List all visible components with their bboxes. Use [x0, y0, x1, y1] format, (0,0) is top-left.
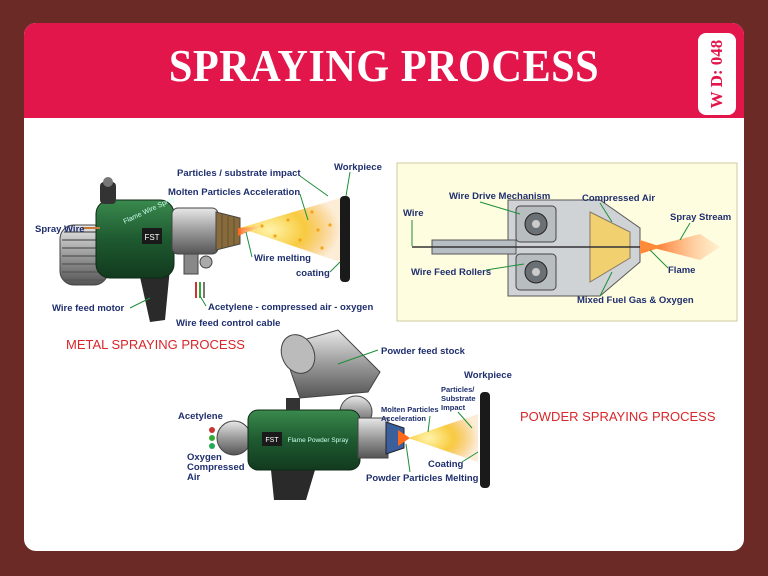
powder-gun-logo: FST	[265, 437, 279, 444]
metal-spray-gun: FST Flame Wire Spray	[59, 177, 241, 322]
metal-gun-logo: FST	[144, 233, 159, 242]
label-wire-drive: Wire Drive Mechanism	[449, 191, 550, 202]
label-mixed-gas: Mixed Fuel Gas & Oxygen	[577, 295, 694, 306]
powder-workpiece	[480, 392, 490, 488]
label-molten-2: Acceleration	[381, 414, 426, 423]
powder-spray-plume	[408, 414, 478, 462]
label-spray-wire: Spray Wire	[35, 224, 85, 235]
label-molten-acceleration: Molten Particles Acceleration	[168, 187, 300, 198]
nozzle-labels: Wire Drive Mechanism Compressed Air Wire…	[403, 191, 731, 306]
metal-flame	[238, 226, 262, 236]
wire-nozzle-diagram	[396, 162, 738, 322]
label-powder-melting: Powder Particles Melting	[366, 473, 479, 484]
label-spray-stream: Spray Stream	[670, 212, 731, 223]
label-impact-2: Substrate	[441, 394, 476, 403]
label-impact-1: Particles/	[441, 385, 475, 394]
metal-workpiece	[340, 196, 350, 282]
label-powder-coating: Coating	[428, 459, 464, 470]
metal-spray-plume	[240, 198, 340, 262]
label-oxygen-2: Compressed	[187, 462, 245, 473]
powder-spray-gun: FST Flame Powder Spray	[209, 329, 410, 500]
label-acetylene: Acetylene	[178, 411, 223, 422]
label-impact-3: Impact	[441, 403, 466, 412]
powder-spray-labels: Powder feed stock Workpiece Particles/ S…	[178, 346, 512, 484]
label-wire-feed-motor: Wire feed motor	[52, 303, 125, 314]
label-wire-feed-rollers: Wire Feed Rollers	[411, 267, 491, 278]
label-workpiece: Workpiece	[334, 162, 382, 173]
document-code-tab: W D: 048	[696, 31, 738, 117]
metal-spraying-caption: METAL SPRAYING PROCESS	[66, 337, 245, 352]
title-banner: SPRAYING PROCESS W D: 048	[24, 23, 744, 118]
label-wire: Wire	[403, 208, 424, 219]
label-flame: Flame	[668, 265, 695, 276]
label-coating: coating	[296, 268, 330, 279]
metal-spray-labels: Particles / substrate impact Workpiece M…	[35, 162, 382, 329]
label-powder-workpiece: Workpiece	[464, 370, 512, 381]
label-gases: Acetylene - compressed air - oxygen	[208, 302, 373, 313]
label-powder-feed: Powder feed stock	[381, 346, 466, 357]
powder-gun-brand: Flame Powder Spray	[288, 437, 349, 444]
label-oxygen-1: Oxygen	[187, 452, 222, 463]
label-compressed-air: Compressed Air	[582, 193, 655, 204]
label-wire-feed-cable: Wire feed control cable	[176, 318, 280, 329]
label-molten-1: Molten Particles	[381, 405, 439, 414]
powder-spraying-caption: POWDER SPRAYING PROCESS	[520, 409, 716, 424]
label-particles-impact: Particles / substrate impact	[177, 168, 301, 179]
label-oxygen-3: Air	[187, 472, 201, 483]
page-title: SPRAYING PROCESS	[168, 40, 600, 91]
label-wire-melting: Wire melting	[254, 253, 311, 264]
